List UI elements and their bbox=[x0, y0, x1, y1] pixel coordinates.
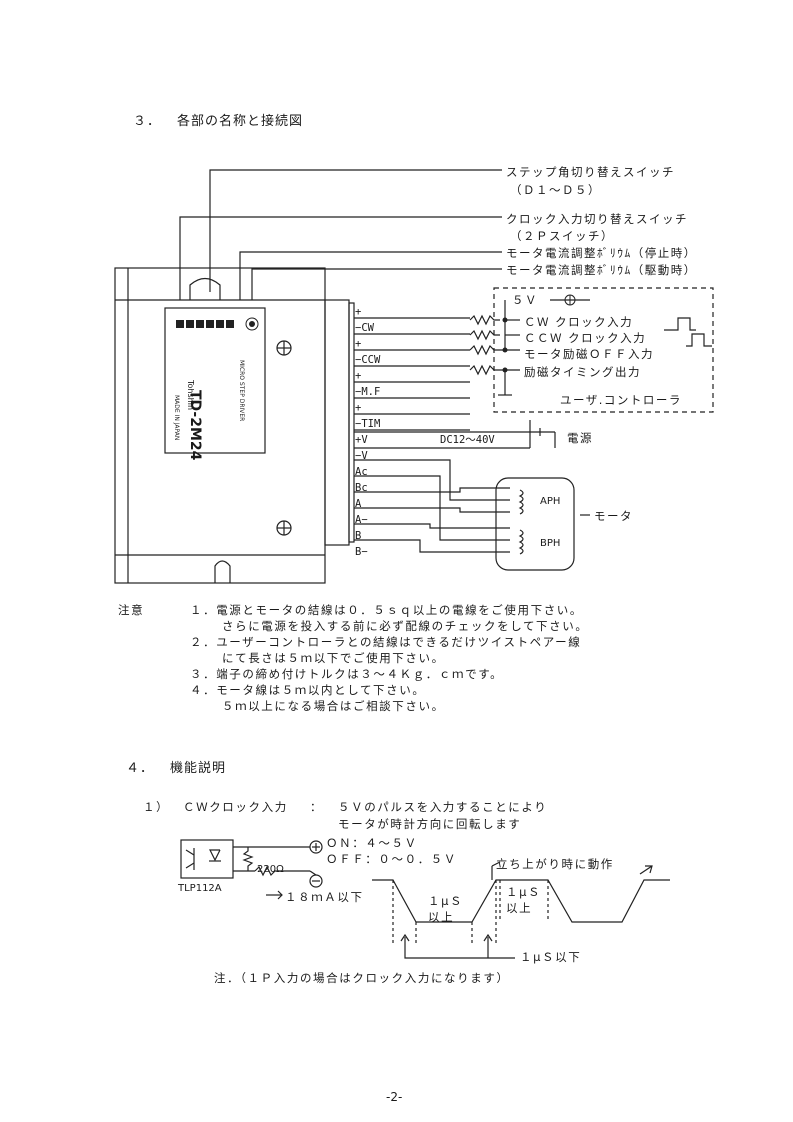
note-line: さらに電源を投入する前に必ず配線のチェックをして下さい。 bbox=[222, 619, 589, 633]
page-number: -2- bbox=[386, 1090, 403, 1104]
func1-edge-time: １μＳ以下 bbox=[520, 950, 582, 964]
power-label: 電源 bbox=[567, 431, 593, 445]
terminal-label: + bbox=[355, 306, 362, 318]
terminal-label: −CCW bbox=[355, 354, 381, 366]
callout-step-switch-range: （Ｄ１～Ｄ５） bbox=[510, 183, 601, 197]
func1-footnote: 注．（１Ｐ入力の場合はクロック入力になります） bbox=[214, 971, 510, 985]
motor-phase-a: APH bbox=[540, 496, 561, 507]
terminal-label: A bbox=[355, 498, 362, 510]
controller-signal-ccw: ＣＣＷ クロック入力 bbox=[524, 331, 647, 345]
func1-pulse-width-1b: 以上 bbox=[428, 910, 455, 924]
terminal-label: + bbox=[355, 370, 362, 382]
func1-rise-note: 立ち上がり時に動作 bbox=[496, 857, 614, 871]
terminal-label: +V bbox=[355, 434, 368, 446]
func1-off-spec: ＯＦＦ：０～０．５Ｖ bbox=[326, 852, 457, 866]
func1-current: １８ｍＡ以下 bbox=[285, 890, 364, 904]
section-3-number: ３． bbox=[133, 114, 162, 129]
func1-pulse-width-2a: １μＳ bbox=[506, 885, 542, 899]
func1-desc2: モータが時計方向に回転します bbox=[338, 817, 522, 831]
controller-title: ユーザ.コントローラ bbox=[560, 393, 682, 407]
controller-signal-cw: ＣＷ クロック入力 bbox=[524, 315, 634, 329]
func1-pulse-width-2b: 以上 bbox=[506, 901, 533, 915]
note-line: ５ｍ以上になる場合はご相談下さい。 bbox=[222, 699, 445, 713]
func1-name: ＣＷクロック入力 bbox=[183, 800, 288, 814]
callout-clock-switch: クロック入力切り替えスイッチ bbox=[506, 212, 688, 226]
controller-signal-tim: 励磁タイミング出力 bbox=[524, 365, 641, 379]
section-4-title: 機能説明 bbox=[170, 761, 227, 776]
terminal-label: −M.F bbox=[355, 386, 381, 398]
terminal-label: Bc bbox=[355, 482, 368, 494]
terminal-label: + bbox=[355, 402, 362, 414]
note-line: １．電源とモータの結線は０．５ｓｑ以上の電線をご使用下さい。 bbox=[190, 603, 583, 617]
connection-diagram bbox=[114, 169, 714, 584]
motor-label: モータ bbox=[594, 509, 633, 523]
terminal-label: B− bbox=[355, 546, 368, 558]
func1-part: TLP112A bbox=[178, 883, 222, 894]
callout-clock-switch-type: （２Ｐスイッチ） bbox=[510, 229, 614, 243]
func1-index: １） bbox=[143, 800, 170, 814]
motor-phase-b: BPH bbox=[540, 538, 561, 549]
callout-step-switch: ステップ角切り替えスイッチ bbox=[506, 165, 675, 179]
func1-on-spec: ＯＮ：４～５Ｖ bbox=[326, 836, 418, 850]
driver-brand: Tohshin bbox=[186, 380, 195, 411]
section-3-title: 各部の名称と接続図 bbox=[177, 114, 304, 129]
terminal-label: B bbox=[355, 530, 362, 542]
driver-made-in: MADE IN JAPAN bbox=[173, 395, 180, 441]
func1-desc1: ５Ｖのパルスを入力することにより bbox=[338, 800, 548, 814]
terminal-label: + bbox=[355, 338, 362, 350]
driver-series: MICRO STEP DRIVER bbox=[238, 360, 245, 422]
terminal-label: −CW bbox=[355, 322, 374, 334]
callout-current-run: モータ電流調整ﾎﾞﾘｳﾑ（駆動時） bbox=[506, 263, 697, 277]
terminal-label: A− bbox=[355, 514, 368, 526]
terminal-label: −V bbox=[355, 450, 368, 462]
func1-pulse-width-1a: １μＳ bbox=[428, 894, 464, 908]
terminal-label: Ac bbox=[355, 466, 368, 478]
controller-signal-mf: モータ励磁ＯＦＦ入力 bbox=[524, 347, 654, 361]
callout-current-stop: モータ電流調整ﾎﾞﾘｳﾑ（停止時） bbox=[506, 246, 697, 260]
note-line: ２．ユーザーコントローラとの結線はできるだけツイストペアー線 bbox=[190, 635, 582, 649]
func1-colon: ： bbox=[310, 800, 324, 814]
note-line: ４．モータ線は５ｍ以内として下さい。 bbox=[190, 683, 426, 697]
controller-supply: ５Ｖ bbox=[512, 293, 538, 307]
notes-heading: 注意 bbox=[118, 603, 145, 617]
note-line: にて長さは５ｍ以下でご使用下さい。 bbox=[222, 651, 445, 665]
power-voltage: DC12～40V bbox=[440, 434, 495, 446]
note-line: ３．端子の締め付けトルクは３～４Ｋｇ．ｃｍです。 bbox=[190, 667, 504, 681]
func1-resistor: 220Ω bbox=[257, 864, 284, 875]
terminal-label: −TIM bbox=[355, 418, 381, 430]
section-4-number: ４． bbox=[126, 761, 155, 776]
